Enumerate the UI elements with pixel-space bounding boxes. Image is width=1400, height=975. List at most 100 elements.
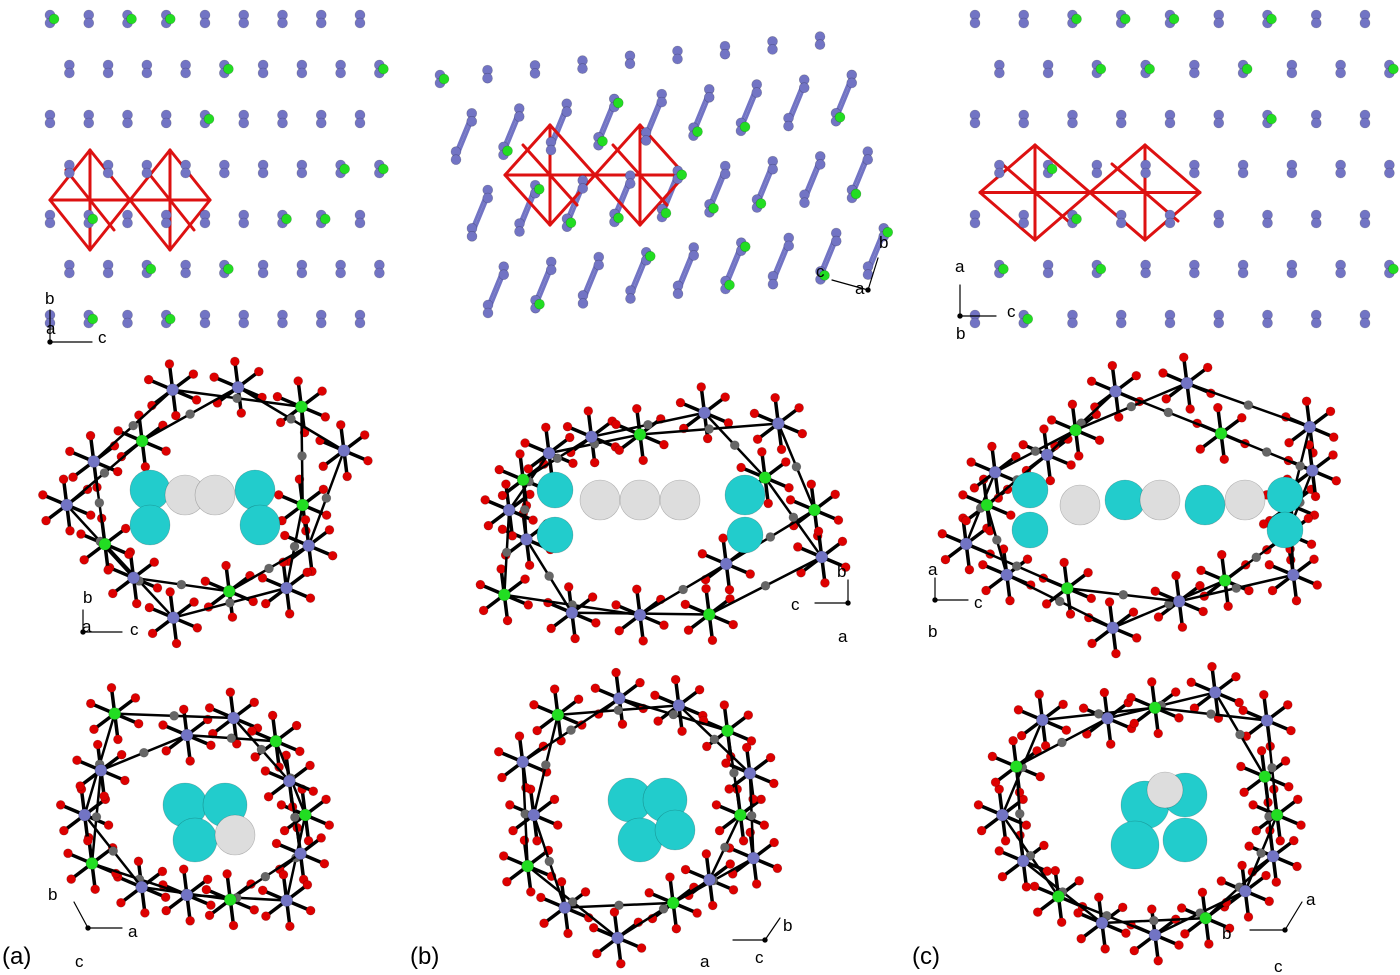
blue-metal-atom (294, 847, 307, 860)
oxygen-atom (697, 548, 708, 559)
oxygen-atom (161, 905, 171, 916)
framework-node (1042, 267, 1054, 279)
oxygen-atom (1303, 513, 1314, 524)
framework-node (83, 17, 95, 29)
framework-node (640, 135, 652, 146)
oxygen-atom (261, 911, 271, 921)
oxygen-atom (65, 526, 75, 536)
oxygen-atom (324, 820, 335, 830)
axis-arrow (764, 917, 781, 941)
oxygen-atom (587, 592, 598, 602)
oxygen-atom (321, 510, 332, 520)
axis-label-a: a (82, 617, 92, 636)
framework-node (450, 154, 462, 165)
oxygen-atom (520, 438, 530, 448)
axis-label-a: a (700, 952, 710, 971)
oxygen-atom (616, 958, 626, 969)
oxygen-atom (1086, 376, 1097, 387)
green-metal-atom (1148, 701, 1162, 714)
green-atom (203, 113, 215, 125)
oxygen-atom (363, 455, 373, 466)
green-metal-atom (224, 893, 237, 906)
oxygen-atom (549, 794, 560, 805)
oxygen-atom (751, 879, 762, 889)
framework-node (625, 293, 636, 304)
oxygen-atom (1161, 394, 1172, 404)
oxygen-atom (520, 574, 530, 584)
framework-node (315, 117, 327, 129)
green-atom (1095, 263, 1107, 275)
framework-node (238, 117, 250, 129)
carbon-atom (614, 900, 624, 911)
oxygen-atom (745, 569, 756, 579)
oxygen-atom (1150, 586, 1161, 597)
carbon-atom (1206, 709, 1216, 719)
oxygen-atom (813, 526, 824, 537)
green-atom (612, 97, 624, 109)
oxygen-atom (564, 432, 575, 443)
oxygen-atom (670, 674, 681, 685)
oxygen-atom (143, 374, 154, 385)
framework-node (277, 17, 288, 29)
blue-metal-atom (180, 728, 194, 742)
oxygen-atom (319, 858, 330, 869)
framework-node (102, 267, 114, 279)
green-atom (534, 298, 545, 310)
oxygen-atom (1271, 877, 1282, 887)
framework-node (1262, 317, 1273, 329)
oxygen-atom (140, 908, 150, 918)
blue-metal-atom (94, 764, 108, 777)
carbon-atom (1030, 446, 1041, 456)
oxygen-atom (1078, 703, 1089, 713)
oxygen-atom (532, 725, 542, 736)
framework-node (969, 317, 981, 329)
oxygen-atom (794, 403, 804, 413)
framework-node (354, 317, 366, 329)
oxygen-atom (1131, 633, 1142, 643)
green-metal-atom (521, 859, 534, 873)
oxygen-atom (749, 408, 760, 419)
framework-node (354, 117, 366, 129)
oxygen-atom (1045, 475, 1056, 486)
oxygen-atom (502, 615, 513, 626)
oxygen-atom (546, 623, 556, 634)
oxygen-atom (1065, 609, 1076, 619)
blue-metal-atom (231, 380, 245, 394)
oxygen-atom (1204, 939, 1214, 949)
green-atom (378, 163, 389, 175)
blue-metal-atom (167, 611, 180, 624)
oxygen-atom (617, 719, 628, 729)
blue-metal-atom (672, 699, 686, 712)
axis-label-b: b (83, 588, 93, 607)
framework-node (64, 167, 75, 179)
blue-metal-atom (719, 557, 733, 571)
oxygen-atom (611, 600, 621, 610)
carbon-atom (765, 532, 776, 542)
oxygen-atom (1121, 928, 1131, 938)
carbon-atom (1149, 915, 1159, 926)
green-metal-atom (633, 428, 647, 441)
oxygen-atom (769, 778, 779, 789)
oxygen-atom (736, 462, 746, 473)
oxygen-atom (185, 756, 195, 766)
oxygen-atom (508, 825, 518, 836)
oxygen-atom (1280, 756, 1291, 766)
oxygen-atom (302, 567, 313, 578)
cage-bond (521, 143, 579, 207)
oxygen-atom (1224, 923, 1235, 934)
green-atom (676, 169, 688, 181)
axis-label-c: c (974, 593, 983, 612)
oxygen-atom (741, 742, 752, 753)
green-metal-atom (1218, 574, 1232, 587)
oxygen-atom (185, 916, 195, 926)
green-atom (850, 188, 862, 200)
oxygen-atom (1256, 746, 1267, 756)
carbon-atom (1295, 461, 1305, 471)
blue-metal-atom (280, 894, 293, 907)
green-atom (339, 163, 350, 175)
oxygen-atom (1153, 728, 1164, 739)
framework-node (296, 267, 308, 279)
oxygen-atom (614, 625, 625, 636)
oxygen-atom (702, 433, 713, 444)
framework-node (482, 307, 494, 319)
